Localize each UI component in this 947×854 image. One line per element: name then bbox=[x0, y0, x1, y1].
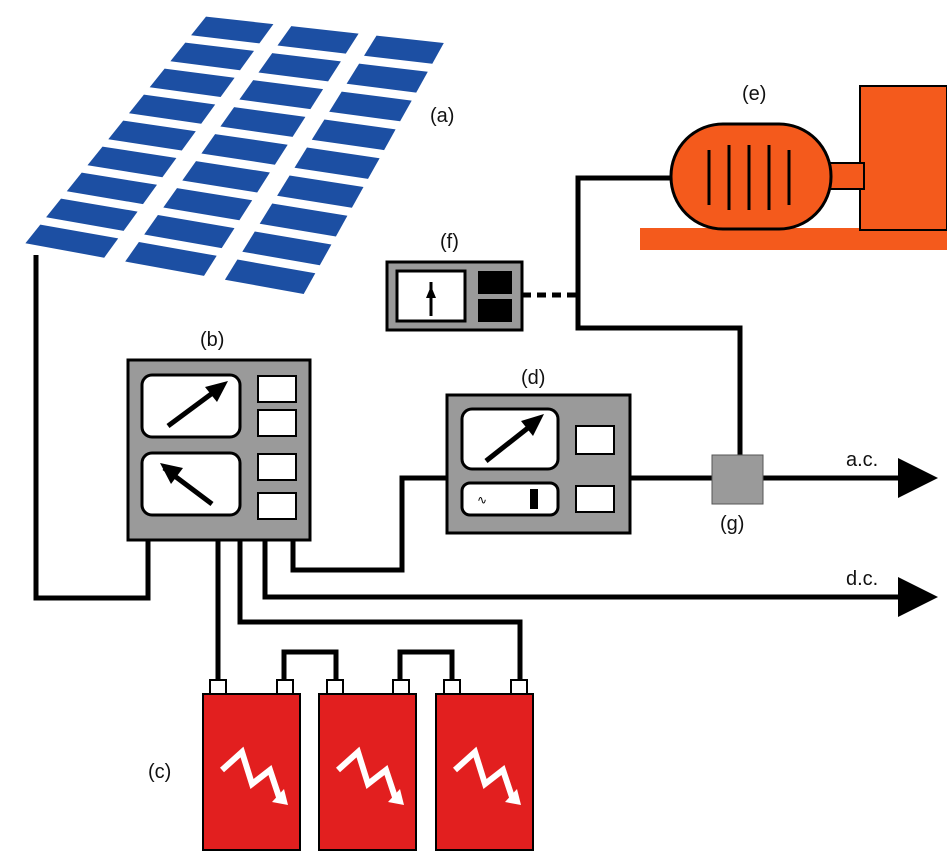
label-generator: (e) bbox=[742, 83, 766, 105]
solar-cell bbox=[277, 26, 359, 54]
wire-battery-1-2 bbox=[281, 649, 339, 688]
solar-cell bbox=[242, 231, 332, 266]
wire-controller-to-inverter bbox=[290, 475, 447, 573]
wire-battery-2-3 bbox=[397, 649, 455, 688]
wire-panel-to-controller bbox=[33, 255, 151, 601]
wire-dc-output bbox=[262, 540, 938, 617]
label-ac-output: a.c. bbox=[846, 449, 878, 471]
wire-controller-to-battery-3 bbox=[237, 540, 523, 688]
charge-controller bbox=[126, 358, 312, 542]
solar-cell bbox=[170, 42, 254, 71]
solar-cell bbox=[149, 68, 235, 97]
transfer-switch bbox=[711, 454, 764, 505]
solar-cell bbox=[182, 161, 270, 193]
solar-cell bbox=[258, 53, 341, 82]
label-charge-controller: (b) bbox=[200, 329, 224, 351]
solar-cell bbox=[311, 119, 396, 151]
monitor-unit bbox=[385, 260, 524, 332]
label-solar-panel: (a) bbox=[430, 105, 454, 127]
label-battery-bank: (c) bbox=[148, 761, 171, 783]
solar-cell bbox=[201, 134, 288, 165]
wire-generator-to-switch bbox=[575, 175, 743, 455]
solar-cell bbox=[129, 94, 216, 124]
solar-cell bbox=[144, 215, 235, 249]
label-switch: (g) bbox=[720, 513, 744, 535]
wiring bbox=[33, 175, 938, 688]
generator bbox=[640, 85, 947, 250]
solar-cell bbox=[224, 259, 316, 294]
battery-1 bbox=[202, 679, 301, 851]
solar-cell bbox=[364, 35, 444, 64]
solar-cell bbox=[46, 198, 138, 231]
label-monitor: (f) bbox=[440, 231, 459, 253]
solar-cell bbox=[87, 146, 177, 178]
label-dc-output: d.c. bbox=[846, 568, 878, 590]
solar-cell bbox=[125, 242, 217, 276]
solar-cell bbox=[220, 107, 306, 137]
solar-cell bbox=[25, 224, 119, 258]
solar-cell bbox=[294, 147, 380, 179]
battery-bank bbox=[202, 679, 534, 851]
solar-cell bbox=[108, 120, 196, 151]
inverter: ∿ bbox=[445, 393, 632, 535]
solar-cell bbox=[277, 175, 364, 208]
label-inverter: (d) bbox=[521, 367, 545, 389]
svg-text:∿: ∿ bbox=[477, 493, 487, 507]
battery-3 bbox=[435, 679, 534, 851]
solar-cell bbox=[329, 91, 412, 122]
solar-cell bbox=[346, 63, 428, 93]
solar-cell bbox=[66, 172, 157, 205]
solar-cell bbox=[259, 203, 348, 237]
solar-cell bbox=[191, 16, 274, 44]
battery-2 bbox=[318, 679, 417, 851]
solar-panel bbox=[25, 16, 444, 294]
solar-cell bbox=[239, 80, 324, 110]
solar-cell bbox=[163, 188, 253, 221]
